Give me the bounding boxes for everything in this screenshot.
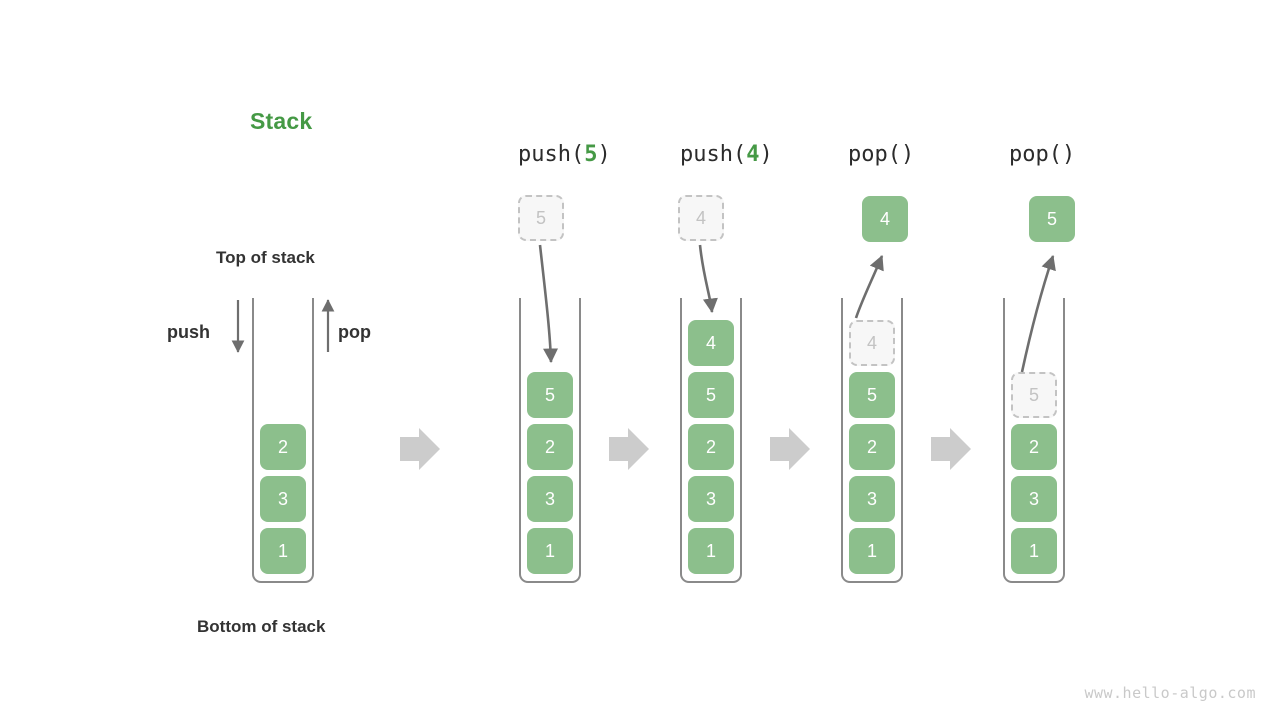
stack-cell: 1	[527, 528, 573, 574]
stack-cell: 4	[688, 320, 734, 366]
stack-cell-removed: 4	[849, 320, 895, 366]
stack-cell: 3	[260, 476, 306, 522]
stack-cell: 3	[849, 476, 895, 522]
floating-ghost-cell: 5	[518, 195, 564, 241]
op-label-pop-2: pop()	[1009, 142, 1075, 167]
label-pop: pop	[338, 322, 371, 342]
op-prefix: pop(	[1009, 142, 1062, 167]
stack-cell: 3	[527, 476, 573, 522]
stack-container-push-4	[680, 298, 742, 583]
stack-cell-removed: 5	[1011, 372, 1057, 418]
op-arg: 4	[746, 142, 760, 167]
stack-cell: 1	[260, 528, 306, 574]
stack-cell: 2	[527, 424, 573, 470]
stack-cell: 5	[688, 372, 734, 418]
op-suffix: )	[759, 142, 773, 167]
op-label-pop-1: pop()	[848, 142, 914, 167]
stack-cell: 2	[688, 424, 734, 470]
op-arg: 5	[584, 142, 598, 167]
stack-cell: 1	[688, 528, 734, 574]
floating-ghost-cell: 4	[678, 195, 724, 241]
op-label-push-4: push(4)	[680, 142, 773, 167]
stack-cell: 5	[849, 372, 895, 418]
stack-container-pop-1	[841, 298, 903, 583]
stack-cell: 2	[260, 424, 306, 470]
stack-container-pop-2	[1003, 298, 1065, 583]
label-push: push	[167, 322, 210, 342]
popped-cell: 5	[1029, 196, 1075, 242]
popped-cell: 4	[862, 196, 908, 242]
stack-cell: 1	[1011, 528, 1057, 574]
stack-cell: 5	[527, 372, 573, 418]
stack-container-initial	[252, 298, 314, 583]
label-top-of-stack: Top of stack	[216, 248, 315, 267]
op-suffix: )	[597, 142, 611, 167]
watermark: www.hello-algo.com	[1084, 684, 1256, 702]
op-prefix: pop(	[848, 142, 901, 167]
op-label-push-5: push(5)	[518, 142, 611, 167]
op-suffix: )	[900, 142, 915, 167]
stack-cell: 3	[1011, 476, 1057, 522]
stack-cell: 3	[688, 476, 734, 522]
op-prefix: push(	[680, 142, 747, 167]
page-title: Stack	[250, 108, 313, 134]
op-prefix: push(	[518, 142, 585, 167]
stack-cell: 2	[849, 424, 895, 470]
op-suffix: )	[1061, 142, 1076, 167]
transition-arrow	[770, 428, 810, 470]
stack-cell: 2	[1011, 424, 1057, 470]
stack-cell: 1	[849, 528, 895, 574]
label-bottom-of-stack: Bottom of stack	[197, 617, 326, 636]
transition-arrow	[931, 428, 971, 470]
stack-container-push-5	[519, 298, 581, 583]
transition-arrow	[609, 428, 649, 470]
transition-arrow	[400, 428, 440, 470]
